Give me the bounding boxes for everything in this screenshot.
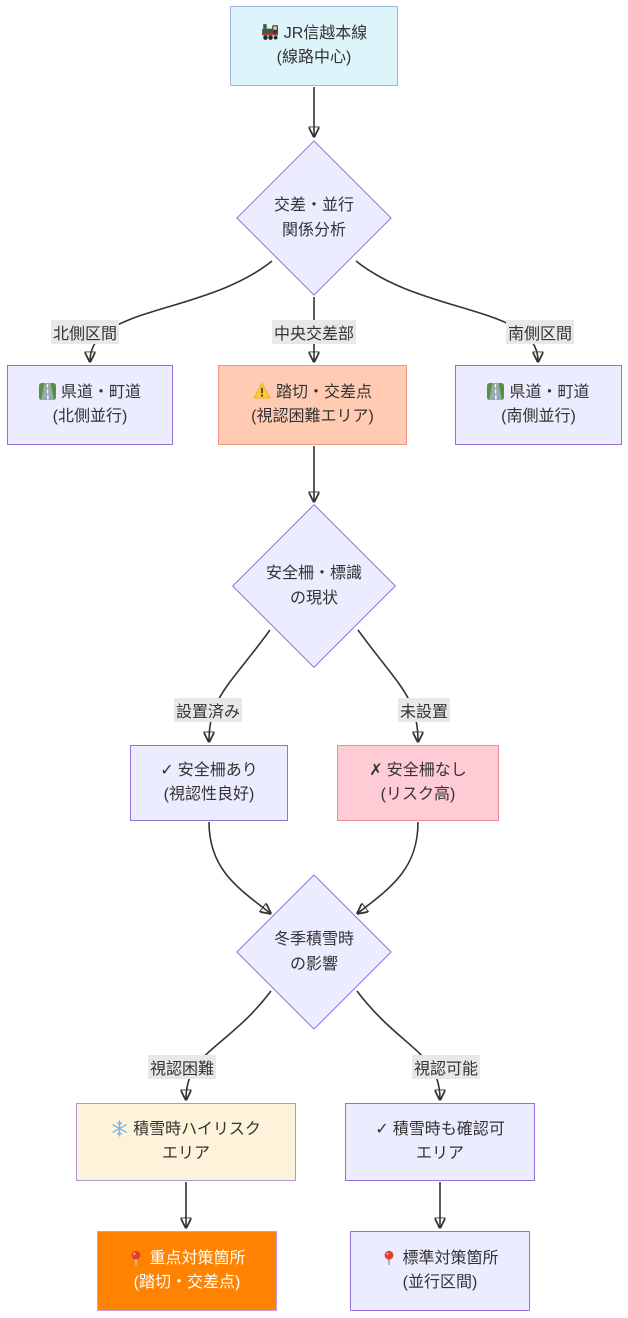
edge-fence-status-fence-no	[357, 629, 418, 741]
edge-snow-impact-snow-risk	[186, 990, 272, 1099]
edge-label-north-section: 北側区間	[50, 320, 120, 344]
node-snow-high-risk-area: 積雪時ハイリスク エリア	[76, 1103, 296, 1181]
node-snow-visible-area: ✓積雪時も確認可 エリア	[345, 1103, 535, 1181]
node-title: 踏切・交差点	[275, 384, 372, 401]
edge-label-not-installed: 未設置	[397, 698, 451, 722]
pushpin-icon	[128, 1250, 144, 1266]
check-icon: ✓	[160, 762, 174, 779]
edge-fence-no-snow-impact	[358, 821, 419, 913]
node-title: 積雪時ハイリスク	[133, 1121, 261, 1138]
node-standard-countermeasure: 標準対策箇所 (並行区間)	[350, 1231, 530, 1311]
node-subtitle: (リスク高)	[380, 786, 456, 803]
node-jr-shinetsu-line: JR信越本線 (線路中心)	[230, 6, 398, 86]
node-line1: ✓積雪時も確認可	[375, 1118, 504, 1142]
node-subtitle: (南側並行)	[501, 408, 576, 425]
edge-fence-yes-snow-impact	[208, 821, 270, 913]
decision-winter-snow-impact: 冬季積雪時 の影響	[236, 874, 392, 1030]
node-railroad-crossing: 踏切・交差点 (視認困難エリア)	[218, 365, 407, 445]
node-line1: ✓安全柵あり	[160, 759, 257, 783]
node-title: JR信越本線	[283, 25, 368, 42]
edge-label-visible: 視認可能	[411, 1055, 481, 1079]
node-subtitle: (踏切・交差点)	[133, 1274, 241, 1291]
edge-snow-impact-snow-ok	[356, 990, 440, 1099]
node-road-south-parallel: 県道・町道 (南側並行)	[455, 365, 622, 445]
edge-label-installed: 設置済み	[173, 698, 243, 722]
decision-line1: 安全柵・標識	[265, 565, 362, 582]
locomotive-icon	[261, 23, 279, 41]
node-subtitle: (線路中心)	[276, 49, 352, 66]
cross-icon: ✗	[369, 762, 383, 779]
node-line1: 県道・町道	[487, 381, 590, 405]
node-title: 県道・町道	[509, 384, 590, 401]
node-title: 安全柵なし	[386, 762, 467, 779]
decision-line2: 関係分析	[281, 222, 346, 239]
node-title: 積雪時も確認可	[392, 1121, 505, 1138]
motorway-icon	[38, 383, 56, 400]
node-line1: 踏切・交差点	[253, 381, 372, 405]
snowflake-icon	[111, 1120, 128, 1137]
node-line1: JR信越本線	[261, 22, 368, 46]
edge-label-south-section: 南側区間	[505, 320, 575, 344]
node-line1: 積雪時ハイリスク	[111, 1118, 261, 1142]
decision-line1: 冬季積雪時	[273, 931, 354, 948]
node-line1: 県道・町道	[38, 381, 141, 405]
node-subtitle: (視認困難エリア)	[251, 408, 374, 425]
decision-line2: の影響	[289, 956, 338, 973]
warning-icon	[253, 382, 271, 400]
node-line1: ✗安全柵なし	[369, 759, 466, 783]
node-title: 重点対策箇所	[149, 1250, 246, 1267]
node-subtitle: (北側並行)	[52, 408, 128, 425]
decision-crossing-parallel-analysis: 交差・並行 関係分析	[236, 140, 392, 296]
node-title: 標準対策箇所	[402, 1250, 499, 1267]
decision-line2: の現状	[289, 590, 338, 607]
node-subtitle: エリア	[415, 1145, 464, 1162]
node-line1: 標準対策箇所	[381, 1247, 499, 1271]
node-road-north-parallel: 県道・町道 (北側並行)	[7, 365, 173, 445]
node-fence-absent: ✗安全柵なし (リスク高)	[337, 745, 499, 821]
pushpin-icon	[381, 1250, 397, 1266]
check-icon: ✓	[375, 1121, 389, 1138]
node-priority-countermeasure: 重点対策箇所 (踏切・交差点)	[97, 1231, 277, 1311]
node-title: 県道・町道	[60, 384, 141, 401]
decision-safety-fence-status: 安全柵・標識 の現状	[231, 503, 397, 669]
node-line1: 重点対策箇所	[128, 1247, 246, 1271]
node-fence-present: ✓安全柵あり (視認性良好)	[130, 745, 288, 821]
edge-label-central-crossing: 中央交差部	[271, 320, 357, 344]
decision-line1: 交差・並行	[273, 197, 354, 214]
edge-fence-status-fence-yes	[209, 629, 271, 741]
motorway-icon	[487, 383, 505, 400]
edge-label-hard-to-see: 視認困難	[147, 1055, 217, 1079]
node-subtitle: エリア	[161, 1145, 210, 1162]
node-title: 安全柵あり	[177, 762, 258, 779]
node-subtitle: (視認性良好)	[163, 786, 255, 803]
node-subtitle: (並行区間)	[402, 1274, 478, 1291]
